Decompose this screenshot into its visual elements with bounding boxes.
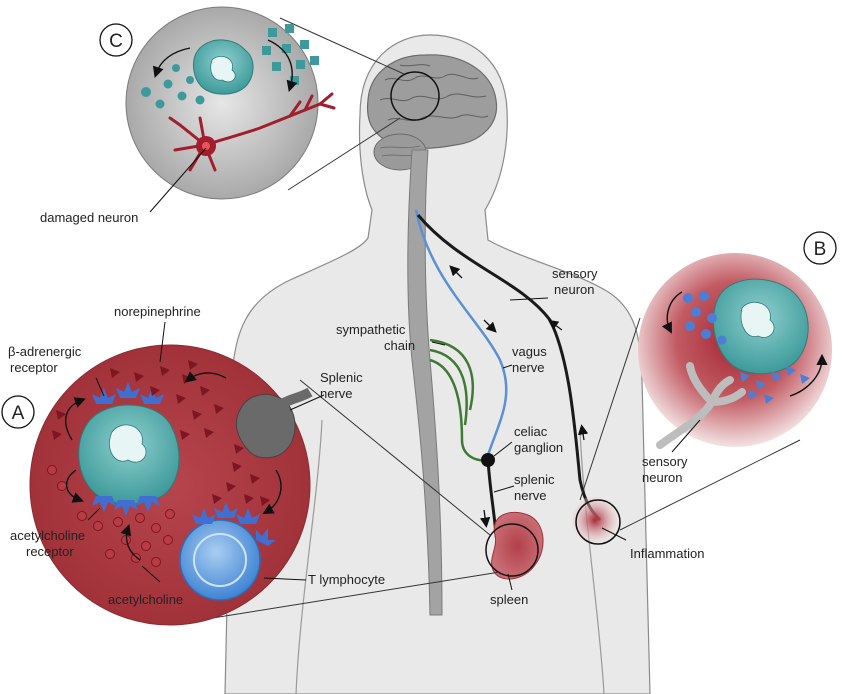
cytokine-dots [141, 64, 205, 109]
label-norepinephrine: norepinephrine [114, 304, 201, 319]
panel-b-sensory-ending [656, 362, 746, 449]
right-arm-line [579, 429, 605, 694]
label-sensory-neuron-1: sensory [552, 266, 598, 281]
label-sensory-neuron-b-2: neuron [642, 470, 682, 485]
label-splenic-nerve-1: splenic [514, 472, 555, 487]
panel-b-dots [683, 291, 727, 345]
panel-b-letter: B [814, 239, 827, 260]
panel-c: C [99, 6, 336, 213]
acetylcholine-molecules [47, 465, 175, 567]
left-arm-line [295, 419, 323, 694]
label-t-lymphocyte: T lymphocyte [308, 572, 385, 587]
sympathetic-chain [429, 338, 489, 462]
inflammation-site [571, 496, 619, 544]
label-sensory-neuron-2: neuron [554, 282, 594, 297]
label-splenic-nerve-2: nerve [514, 488, 547, 503]
spleen [491, 511, 544, 580]
zoom-connector-lines [199, 17, 801, 621]
label-ach-receptor-1: acetylcholine [10, 528, 85, 543]
panel-b-triangles [740, 366, 810, 404]
brain-zoom-circle [390, 71, 440, 121]
splenic-nerve-terminal [235, 394, 296, 459]
label-vagus-nerve-1: vagus [512, 344, 547, 359]
vagus-nerve [414, 209, 508, 456]
t-lymphocyte-cell [179, 519, 261, 601]
label-ach-receptor-2: receptor [26, 544, 74, 559]
panel-a-letter: A [12, 403, 25, 424]
label-beta-receptor-2: receptor [10, 360, 58, 375]
label-splenic-nerve-a-1: Splenic [320, 370, 363, 385]
spinal-cord [407, 149, 443, 616]
celiac-ganglion [481, 453, 495, 467]
t-cell-receptors [192, 502, 276, 546]
panel-a: A [1, 321, 325, 626]
label-vagus-nerve-2: nerve [512, 360, 545, 375]
panel-c-letter: C [109, 31, 123, 52]
label-damaged-neuron: damaged neuron [40, 210, 138, 225]
label-spleen: spleen [490, 592, 528, 607]
flow-arrows [449, 265, 589, 528]
panel-c-badge [99, 23, 133, 57]
panel-b-badge [803, 231, 837, 265]
label-celiac-ganglion-2: ganglion [514, 440, 563, 455]
inflammation-zoom-circle [575, 499, 621, 545]
label-inflammation: Inflammation [630, 546, 704, 561]
label-splenic-nerve-a-2: nerve [320, 386, 353, 401]
panel-b: B [638, 231, 837, 453]
label-sympathetic-chain-2: chain [384, 338, 415, 353]
brain [366, 54, 498, 149]
label-celiac-ganglion-1: celiac [514, 424, 548, 439]
spleen-zoom-circle [485, 523, 539, 577]
label-beta-receptor-1: β-adrenergic [8, 344, 82, 359]
label-sympathetic-chain-1: sympathetic [336, 322, 406, 337]
label-acetylcholine: acetylcholine [108, 592, 183, 607]
panel-a-badge [1, 395, 35, 429]
sensory-neuron-fiber [416, 214, 602, 522]
label-sensory-neuron-b-1: sensory [642, 454, 688, 469]
acetylcholine-receptors [92, 496, 160, 516]
